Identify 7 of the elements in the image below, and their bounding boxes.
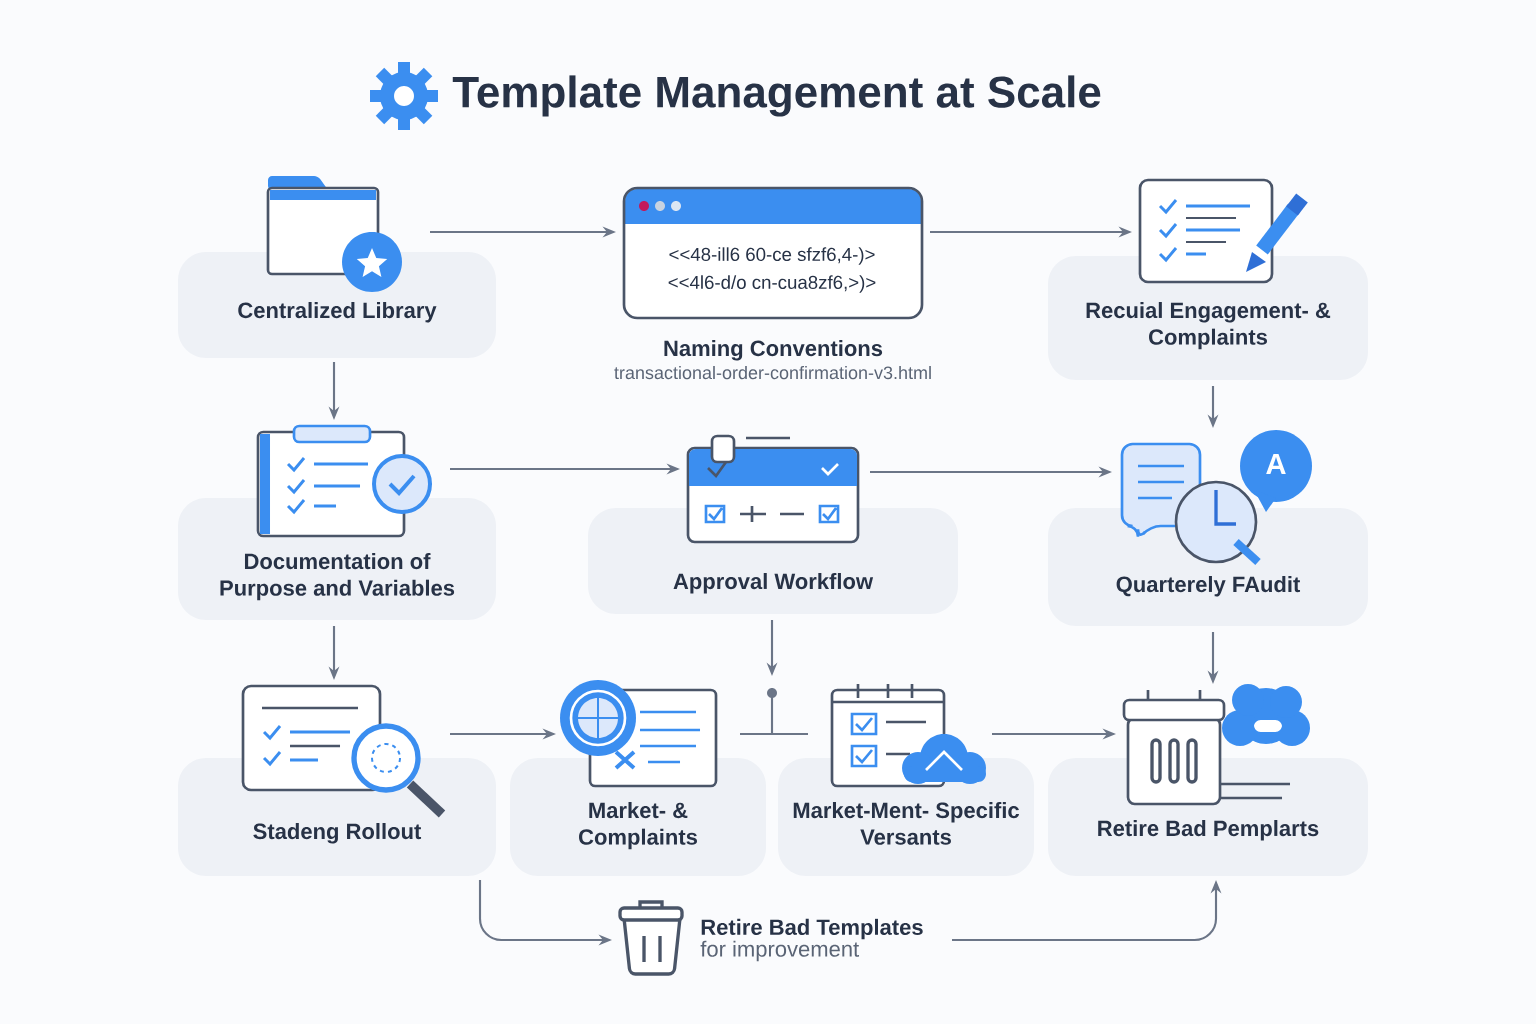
code-line: <<4l6-d/o cn-cua8zf6,>)> xyxy=(668,275,876,293)
avatar-letter: A xyxy=(1266,453,1286,475)
step-caption: Naming Conventions transactional-order-confirmation-v3.html xyxy=(614,340,931,380)
retire-step: Retire Bad Templates for improvement xyxy=(700,918,923,962)
title: Template Management at Scale xyxy=(452,75,1101,117)
code-line: <<48-ill6 60-ce sfzf6,4-)> xyxy=(669,247,875,265)
connector-line xyxy=(740,732,808,736)
